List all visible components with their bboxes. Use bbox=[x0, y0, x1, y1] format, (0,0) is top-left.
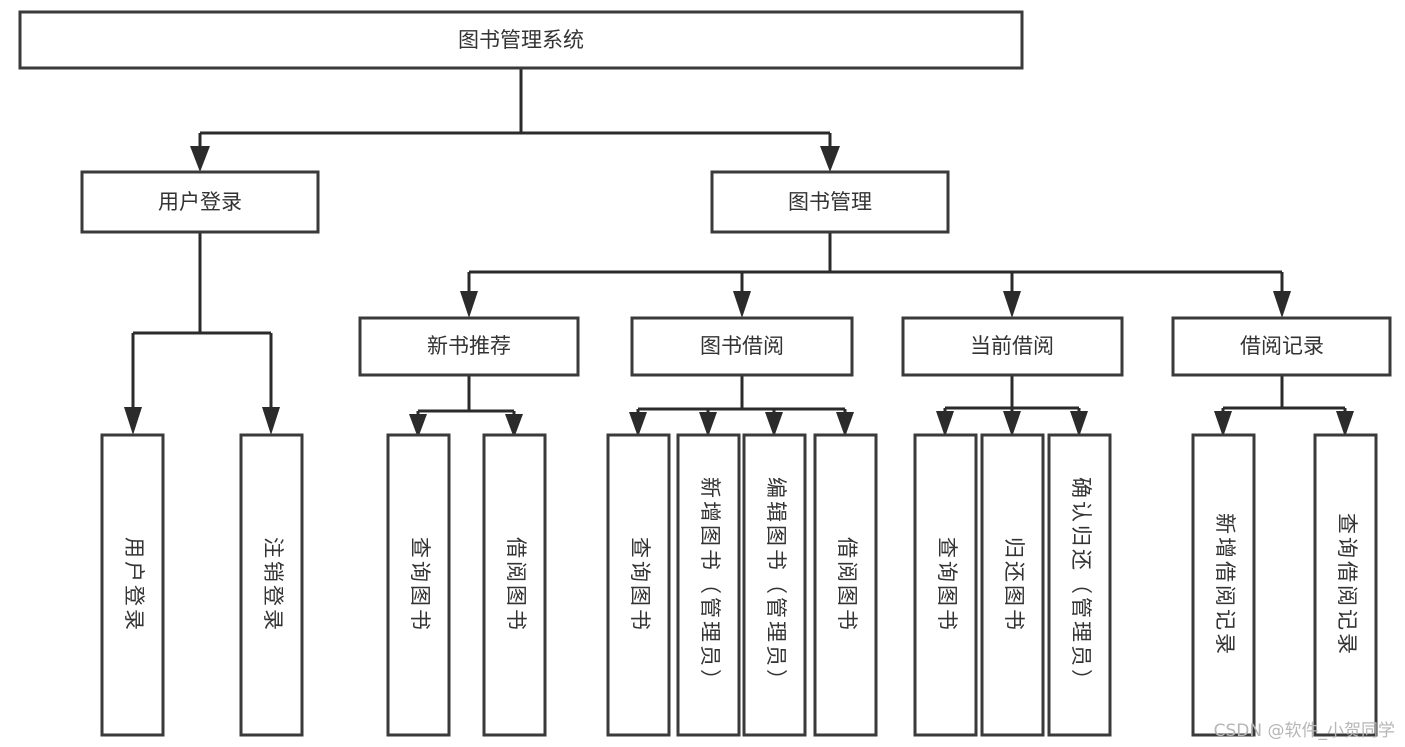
arrowhead-root-userlogin bbox=[190, 146, 210, 172]
arrowhead-leaf-query-book-1 bbox=[409, 414, 427, 438]
node-borrow-record-label: 借阅记录 bbox=[1240, 334, 1324, 358]
arrowhead-leaf-add-book bbox=[699, 412, 717, 437]
node-leaf-query-book-3[interactable]: 查询图书 bbox=[913, 433, 978, 737]
node-leaf-user-login-label: 用户登录 bbox=[122, 537, 146, 633]
node-leaf-add-record-rect[interactable] bbox=[1191, 433, 1256, 737]
connector-group-current-borrow bbox=[936, 375, 1088, 437]
node-leaf-add-book-label: 新增图书（管理员） bbox=[698, 477, 722, 693]
node-user-login-rect[interactable] bbox=[80, 170, 320, 234]
node-leaf-add-record[interactable]: 新增借阅记录 bbox=[1191, 433, 1256, 737]
leaf-node-group: 用户登录 注销登录 查询图书 借阅图书 查询图书 新增图书（管理员） bbox=[100, 433, 1378, 737]
arrowhead-root-bookmanage bbox=[820, 146, 840, 172]
node-leaf-return-book[interactable]: 归还图书 bbox=[980, 433, 1045, 737]
node-book-borrow-label: 图书借阅 bbox=[700, 334, 784, 358]
node-leaf-query-book-1-rect[interactable] bbox=[386, 433, 451, 737]
node-leaf-user-logout-label: 注销登录 bbox=[261, 537, 285, 633]
node-leaf-query-book-2-label: 查询图书 bbox=[628, 537, 652, 633]
node-new-book-rec-rect[interactable] bbox=[358, 316, 580, 377]
node-leaf-confirm-return[interactable]: 确认归还（管理员） bbox=[1047, 433, 1112, 737]
node-leaf-user-logout-rect[interactable] bbox=[239, 433, 304, 737]
node-current-borrow-rect[interactable] bbox=[901, 316, 1124, 377]
csdn-watermark: CSDN @软件_小贺同学 bbox=[1213, 721, 1395, 741]
node-borrow-record[interactable]: 借阅记录 bbox=[1171, 316, 1392, 377]
node-leaf-borrow-book-2-rect[interactable] bbox=[813, 433, 878, 737]
node-leaf-query-book-3-rect[interactable] bbox=[913, 433, 978, 737]
node-leaf-edit-book-rect[interactable] bbox=[742, 433, 807, 737]
arrowhead-leaf-edit-book bbox=[765, 412, 783, 437]
arrowhead-new-book-rec bbox=[460, 291, 478, 318]
node-leaf-query-book-3-label: 查询图书 bbox=[935, 537, 959, 633]
arrowhead-leaf-query-book-2 bbox=[629, 412, 647, 437]
connector-group-book-manage bbox=[460, 232, 1291, 318]
node-leaf-query-book-1-label: 查询图书 bbox=[408, 537, 432, 633]
node-current-borrow-label: 当前借阅 bbox=[970, 334, 1054, 358]
connector-group-user-login bbox=[124, 232, 280, 435]
arrowhead-leaf-return-book bbox=[1003, 411, 1021, 437]
node-new-book-rec[interactable]: 新书推荐 bbox=[358, 316, 580, 377]
node-leaf-borrow-book-1[interactable]: 借阅图书 bbox=[482, 433, 547, 737]
arrowhead-leaf-user-logout bbox=[262, 407, 280, 435]
node-leaf-query-book-2-rect[interactable] bbox=[606, 433, 671, 737]
node-leaf-query-record[interactable]: 查询借阅记录 bbox=[1313, 433, 1378, 737]
connector-group-root bbox=[190, 68, 840, 172]
node-leaf-user-login-rect[interactable] bbox=[100, 433, 165, 737]
node-leaf-return-book-label: 归还图书 bbox=[1002, 537, 1026, 633]
node-leaf-query-book-1[interactable]: 查询图书 bbox=[386, 433, 451, 737]
connector-group-book-borrow bbox=[629, 375, 854, 437]
node-leaf-edit-book-label: 编辑图书（管理员） bbox=[764, 477, 788, 693]
node-leaf-confirm-return-rect[interactable] bbox=[1047, 433, 1112, 737]
node-current-borrow[interactable]: 当前借阅 bbox=[901, 316, 1124, 377]
node-leaf-edit-book[interactable]: 编辑图书（管理员） bbox=[742, 433, 807, 737]
node-leaf-borrow-book-2-label: 借阅图书 bbox=[835, 537, 859, 633]
node-leaf-add-book-rect[interactable] bbox=[676, 433, 741, 737]
arrowhead-leaf-confirm-return bbox=[1070, 411, 1088, 437]
node-leaf-borrow-book-1-label: 借阅图书 bbox=[504, 537, 528, 633]
node-leaf-return-book-rect[interactable] bbox=[980, 433, 1045, 737]
node-user-login-label: 用户登录 bbox=[158, 190, 242, 214]
node-borrow-record-rect[interactable] bbox=[1171, 316, 1392, 377]
node-leaf-query-book-2[interactable]: 查询图书 bbox=[606, 433, 671, 737]
arrowhead-book-borrow bbox=[733, 291, 751, 318]
node-book-borrow-rect[interactable] bbox=[630, 316, 854, 377]
node-book-borrow[interactable]: 图书借阅 bbox=[630, 316, 854, 377]
arrowhead-leaf-add-record bbox=[1214, 411, 1232, 437]
node-book-manage[interactable]: 图书管理 bbox=[710, 170, 950, 234]
connector-group-new-book-rec bbox=[409, 375, 523, 438]
node-leaf-borrow-book-1-rect[interactable] bbox=[482, 433, 547, 737]
node-new-book-rec-label: 新书推荐 bbox=[427, 334, 511, 358]
node-root[interactable]: 图书管理系统 bbox=[18, 10, 1024, 70]
arrowhead-leaf-borrow-book-2 bbox=[836, 412, 854, 437]
node-book-manage-rect[interactable] bbox=[710, 170, 950, 234]
node-leaf-user-login[interactable]: 用户登录 bbox=[100, 433, 165, 737]
arrowhead-leaf-query-record bbox=[1336, 411, 1354, 437]
node-root-rect[interactable] bbox=[18, 10, 1024, 70]
node-user-login[interactable]: 用户登录 bbox=[80, 170, 320, 234]
connector-group-borrow-record bbox=[1214, 375, 1354, 437]
arrowhead-leaf-query-book-3 bbox=[936, 411, 954, 437]
node-leaf-query-record-rect[interactable] bbox=[1313, 433, 1378, 737]
node-leaf-add-record-label: 新增借阅记录 bbox=[1213, 513, 1237, 657]
arrowhead-leaf-borrow-book-1 bbox=[505, 414, 523, 438]
node-leaf-confirm-return-label: 确认归还（管理员） bbox=[1069, 477, 1093, 693]
node-leaf-query-record-label: 查询借阅记录 bbox=[1335, 513, 1359, 657]
node-book-manage-label: 图书管理 bbox=[788, 190, 872, 214]
node-leaf-user-logout[interactable]: 注销登录 bbox=[239, 433, 304, 737]
arrowhead-leaf-user-login bbox=[124, 407, 142, 435]
node-leaf-borrow-book-2[interactable]: 借阅图书 bbox=[813, 433, 878, 737]
node-root-label: 图书管理系统 bbox=[458, 28, 584, 52]
arrowhead-current-borrow bbox=[1003, 291, 1021, 318]
node-leaf-add-book[interactable]: 新增图书（管理员） bbox=[676, 433, 741, 737]
arrowhead-borrow-record bbox=[1273, 291, 1291, 318]
